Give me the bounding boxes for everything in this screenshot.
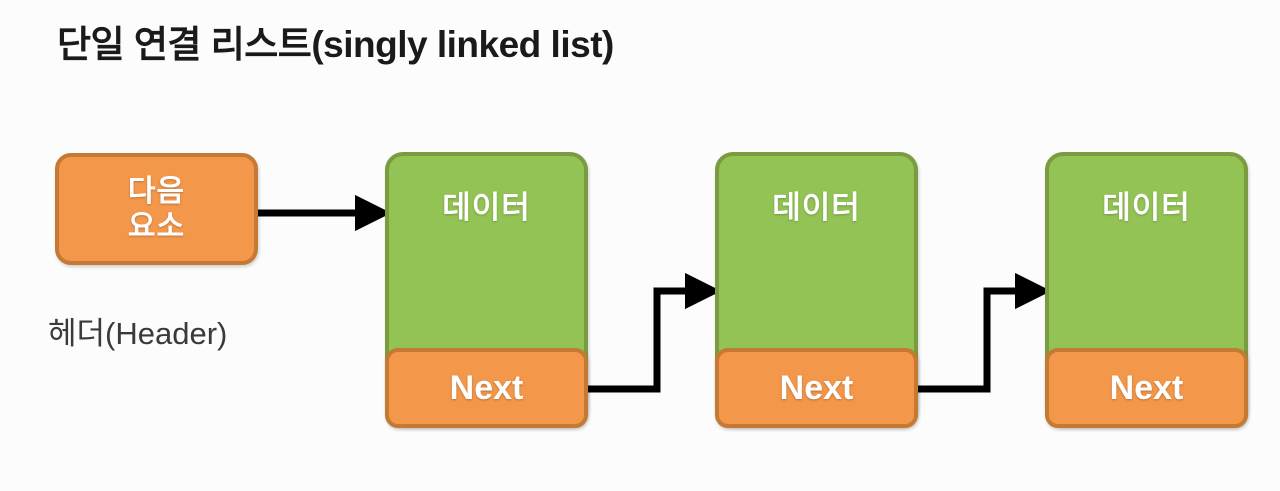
list-node-2[interactable]: 데이터 Next: [715, 152, 918, 428]
node-3-next-label: Next: [1109, 368, 1184, 407]
node-1-data-label: 데이터: [442, 190, 531, 225]
node-3-data-label: 데이터: [1102, 190, 1191, 225]
node-1-next-section[interactable]: Next: [385, 348, 588, 428]
connector-node-1-to-node-2: [588, 272, 722, 393]
header-next-line-2: 요소: [127, 210, 186, 243]
node-2-data-label: 데이터: [772, 190, 861, 225]
page-title: 단일 연결 리스트(singly linked list): [57, 24, 614, 65]
header-next-line-1: 다음: [127, 174, 186, 208]
node-1-next-label: Next: [449, 368, 524, 407]
header-caption-label: 헤더(Header): [48, 316, 228, 351]
node-3-next-section[interactable]: Next: [1045, 348, 1248, 428]
node-2-next-section[interactable]: Next: [715, 348, 918, 428]
list-node-1[interactable]: 데이터 Next: [385, 152, 588, 428]
list-node-3[interactable]: 데이터 Next: [1045, 152, 1248, 428]
header-node[interactable]: 다음 요소: [55, 153, 258, 265]
connector-node-2-to-node-3: [918, 272, 1052, 393]
node-2-next-label: Next: [779, 368, 854, 407]
